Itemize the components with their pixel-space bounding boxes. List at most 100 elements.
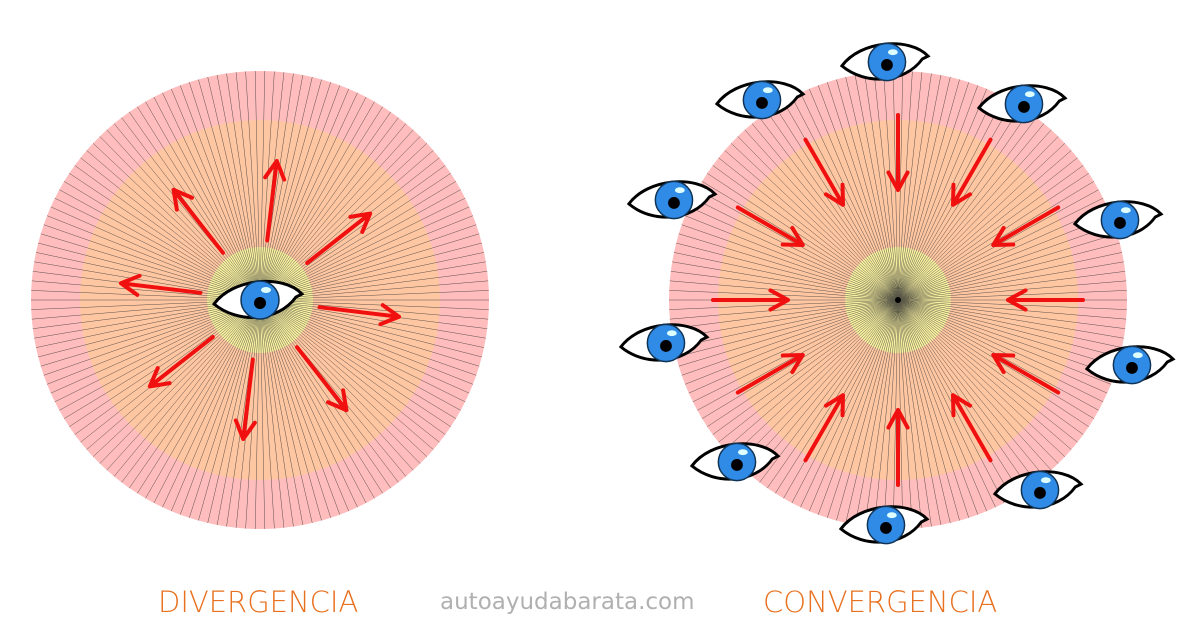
- eye-icon: [211, 279, 305, 320]
- radial-line: [162, 299, 261, 508]
- radial-line: [684, 299, 899, 385]
- radial-line: [46, 215, 261, 301]
- pupil: [1034, 487, 1046, 499]
- radial-line: [744, 129, 899, 301]
- radial-line: [897, 72, 923, 301]
- radial-line: [259, 150, 434, 301]
- highlight: [261, 287, 271, 293]
- radial-line: [836, 79, 899, 301]
- radial-line: [751, 299, 899, 477]
- radial-line: [678, 233, 899, 301]
- arrow: [803, 137, 845, 207]
- arrow: [1006, 288, 1085, 312]
- radial-line: [669, 290, 899, 301]
- radial-line: [179, 299, 261, 515]
- radial-line: [897, 299, 1029, 489]
- radial-line: [245, 299, 261, 529]
- focal-point: [895, 297, 901, 303]
- radial-line: [718, 299, 899, 443]
- arrow: [735, 353, 805, 395]
- radial-line: [897, 96, 1005, 301]
- radial-line: [259, 299, 486, 339]
- radial-line: [259, 290, 489, 301]
- radial-line: [259, 299, 349, 512]
- radial-line: [897, 143, 1066, 301]
- eye-icon: [626, 180, 718, 220]
- radial-line: [684, 215, 899, 301]
- radial-line: [897, 299, 1127, 320]
- radial-line: [897, 299, 1005, 504]
- radial-line: [259, 165, 446, 301]
- radial-line: [259, 299, 474, 385]
- pupil: [1114, 217, 1126, 229]
- highlight: [887, 49, 898, 56]
- radial-line: [153, 96, 261, 301]
- radial-line: [897, 157, 1078, 301]
- radial-line: [259, 299, 489, 320]
- radial-line: [99, 299, 261, 464]
- radial-line: [80, 157, 261, 301]
- radial-line: [897, 106, 1021, 301]
- radial-line: [106, 299, 261, 471]
- radial-line: [259, 71, 275, 301]
- highlight: [886, 512, 897, 519]
- radial-line: [897, 173, 1089, 301]
- radial-line: [681, 299, 899, 376]
- radial-line: [259, 96, 367, 301]
- divergence-diagram: [31, 71, 489, 529]
- radial-line: [43, 224, 261, 301]
- eye-icon: [714, 80, 806, 120]
- radial-line: [897, 299, 1089, 427]
- radial-line: [259, 299, 421, 464]
- radial-line: [46, 299, 261, 385]
- pupil: [880, 522, 892, 534]
- radial-line: [730, 143, 899, 301]
- radial-line: [259, 299, 383, 494]
- radial-line: [259, 123, 407, 301]
- highlight: [762, 87, 773, 94]
- pupil: [881, 59, 893, 71]
- radial-line: [897, 299, 1108, 394]
- radial-lines: [31, 71, 489, 529]
- radial-line: [791, 96, 899, 301]
- radial-line: [259, 299, 434, 450]
- radial-line: [897, 290, 1127, 301]
- radial-line: [751, 123, 899, 301]
- radial-line: [207, 76, 261, 301]
- radial-line: [259, 136, 421, 301]
- radial-line: [259, 299, 285, 528]
- radial-line: [897, 85, 979, 301]
- pupil: [1018, 101, 1030, 113]
- radial-line: [673, 299, 899, 348]
- radial-line: [897, 123, 1045, 301]
- radial-line: [775, 106, 899, 301]
- radial-line: [707, 299, 899, 427]
- highlight: [1120, 207, 1131, 214]
- radial-line: [897, 150, 1072, 301]
- radial-line: [226, 299, 261, 527]
- radial-line: [259, 76, 313, 301]
- radial-line: [259, 299, 440, 443]
- radial-line: [897, 299, 979, 515]
- radial-line: [864, 299, 899, 527]
- arrow: [803, 393, 845, 463]
- radial-line: [873, 299, 899, 528]
- arrow: [305, 211, 373, 265]
- radial-line: [188, 299, 261, 518]
- radial-line: [718, 157, 899, 301]
- radial-line: [259, 129, 414, 301]
- radial-line: [113, 299, 261, 477]
- radial-line: [897, 79, 960, 301]
- radial-line: [707, 173, 899, 301]
- radial-line: [235, 72, 261, 301]
- radial-line: [873, 72, 899, 301]
- radial-line: [259, 85, 341, 301]
- radial-line: [826, 82, 899, 301]
- radial-line: [259, 299, 466, 403]
- radial-line: [692, 197, 899, 301]
- radial-line: [254, 299, 261, 529]
- radial-line: [259, 82, 332, 301]
- radial-line: [129, 111, 261, 301]
- radial-line: [854, 75, 899, 301]
